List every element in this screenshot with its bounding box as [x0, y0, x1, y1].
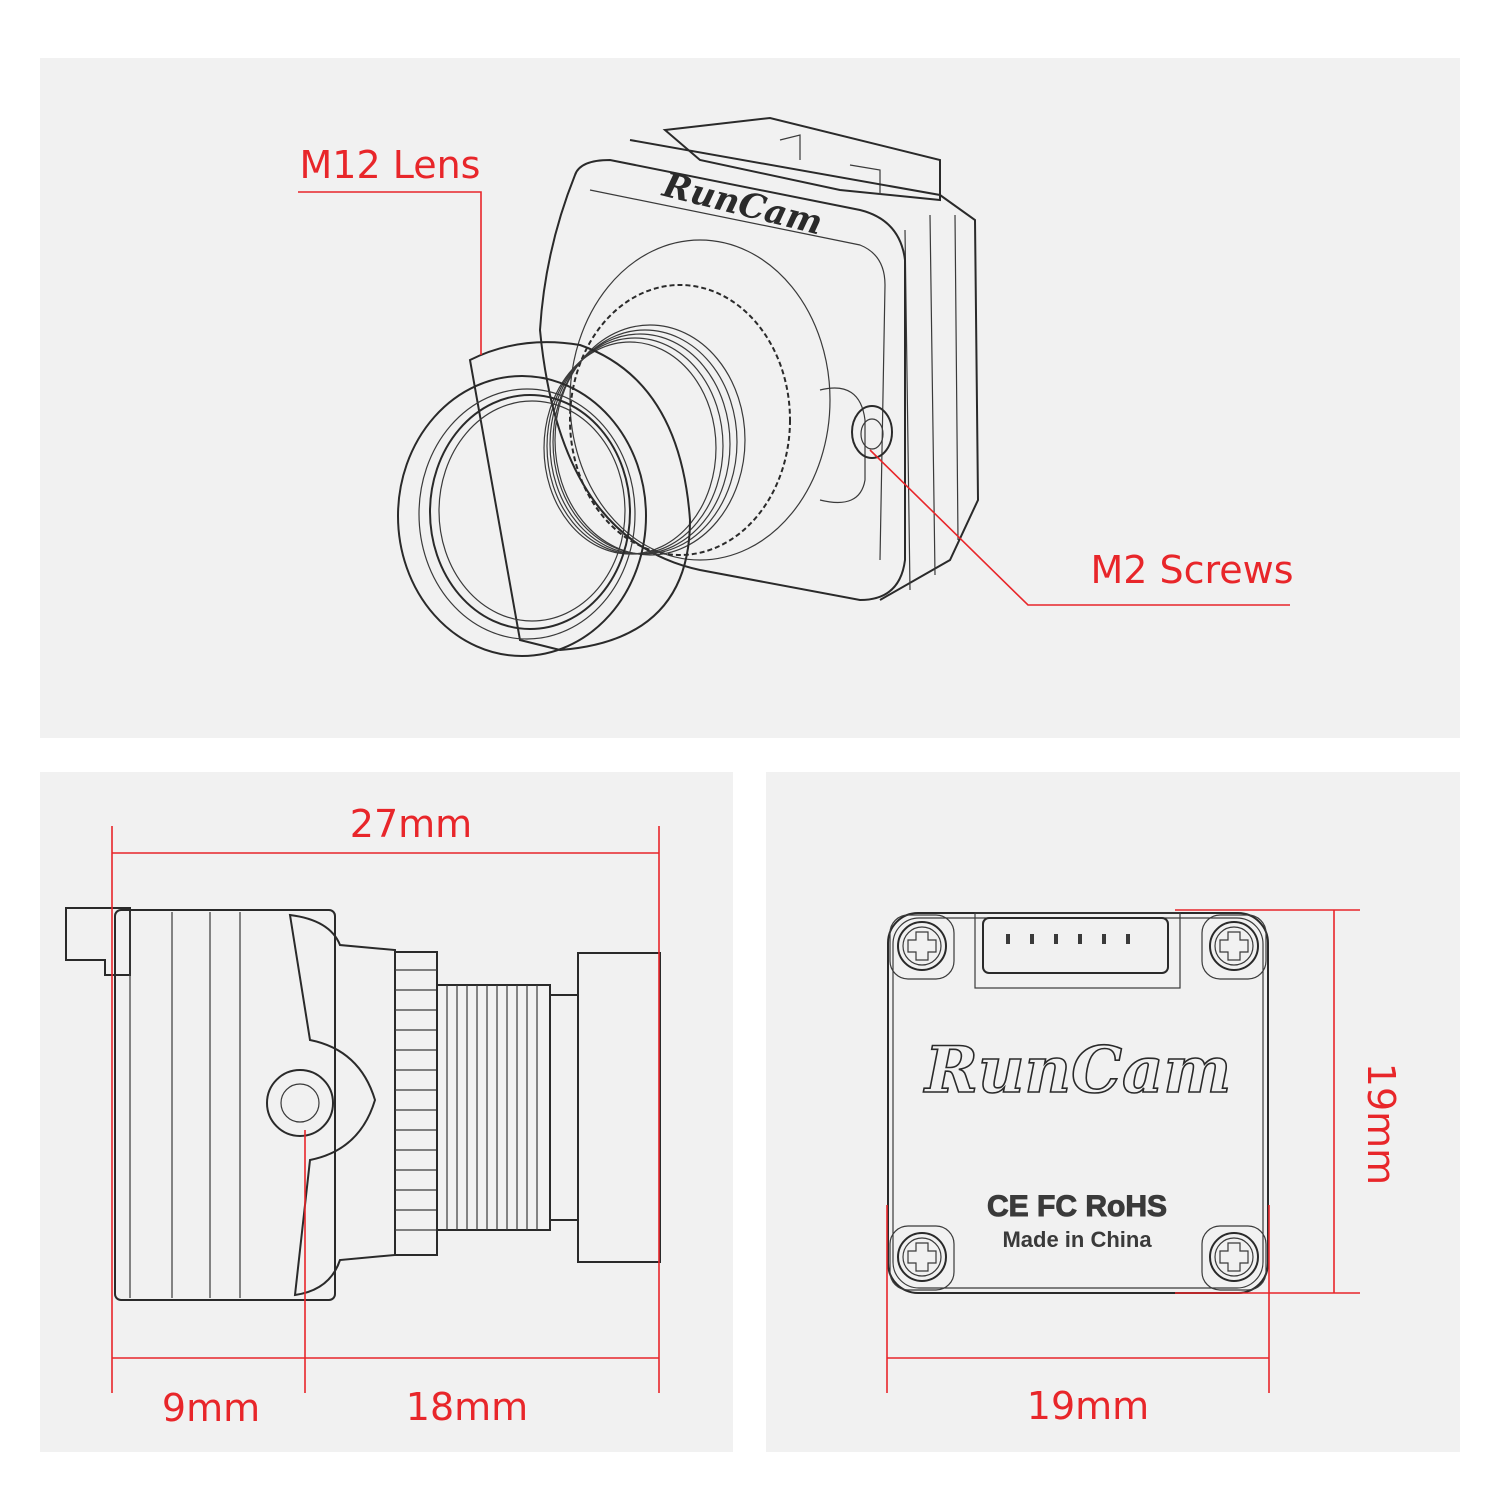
- side-camera-drawing: [65, 907, 661, 1301]
- back-dimensions: [886, 909, 1360, 1393]
- side-view-panel: [40, 772, 733, 1452]
- side-dimensions: [111, 826, 660, 1393]
- screw-icon: [889, 1225, 955, 1291]
- screws-callout-label: M2 Screws: [1090, 548, 1293, 592]
- screw-icon: [1201, 914, 1267, 980]
- overall-length-label: 27mm: [350, 802, 472, 846]
- origin-label: Made in China: [1002, 1227, 1152, 1252]
- back-view-panel: [766, 772, 1460, 1452]
- screw-icon: [1201, 1225, 1267, 1291]
- lens-callout-label: M12 Lens: [300, 143, 481, 187]
- lens-length-label: 18mm: [406, 1385, 528, 1429]
- screws-callout-line: [869, 449, 1290, 606]
- screw-icon: [889, 914, 955, 980]
- back-width-label: 19mm: [1027, 1384, 1149, 1428]
- back-brand-logo: RunCam: [923, 1033, 1231, 1108]
- connector-pins: [1006, 934, 1130, 944]
- body-depth-label: 9mm: [162, 1386, 260, 1430]
- certification-marks: CE FC RoHS: [987, 1190, 1167, 1223]
- back-camera-drawing: RunCam CE FC RoHS Made in China: [887, 912, 1269, 1294]
- iso-view-panel: [40, 58, 1460, 738]
- lens-callout-line: [298, 191, 482, 355]
- back-height-label: 19mm: [1359, 1063, 1403, 1185]
